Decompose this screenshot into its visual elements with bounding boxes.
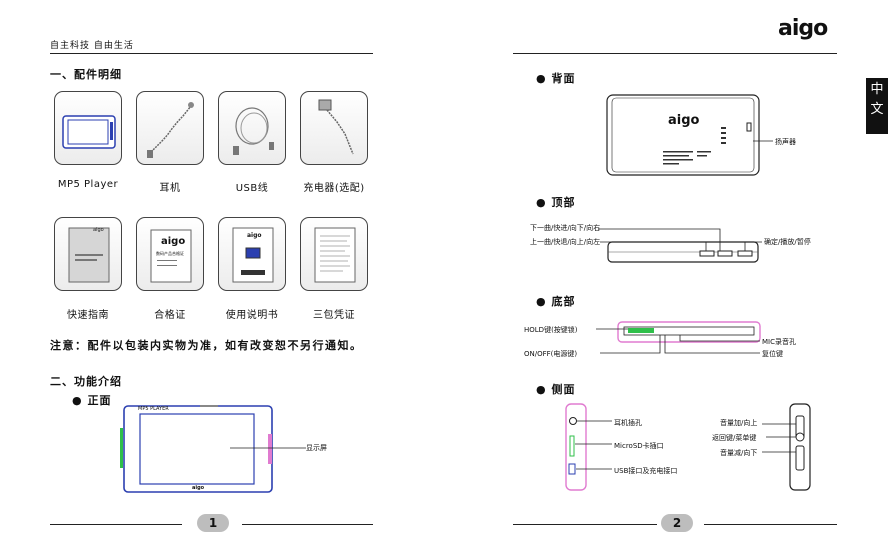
back-brand-logo: aigo [668, 113, 700, 128]
caption-user-manual: 使用说明书 [225, 310, 279, 321]
certificate-title: 数码产品合格证 [156, 251, 184, 256]
card-usb-cable [218, 91, 286, 165]
caption-usb-cable: USB线 [235, 183, 269, 194]
charger-illustration [318, 99, 354, 155]
language-tab: 中 文 [866, 78, 888, 134]
side-view-heading: ● 侧面 [536, 381, 575, 397]
callout-microsd-slot: MicroSD卡插口 [614, 442, 664, 450]
certificate-illustration [150, 229, 192, 283]
callout-menu: 返回键/菜单键 [712, 434, 757, 442]
warranty-illustration [314, 227, 356, 283]
front-device-label: MP5 PLAYER [138, 406, 169, 412]
bullet-icon: ● [72, 394, 83, 407]
caption-warranty: 三包凭证 [313, 310, 355, 321]
notice-text: 注意：配件以包装内实物为准，如有改变恕不另行通知。 [50, 339, 363, 352]
callout-earphone-jack: 耳机插孔 [614, 419, 642, 427]
quick-guide-illustration [68, 227, 110, 283]
front-view-heading: ● 正面 [72, 392, 111, 408]
page-number-1: 1 [197, 514, 229, 532]
card-earphone [136, 91, 204, 165]
section-features-title: 二、功能介绍 [50, 375, 122, 388]
footer-rule-right [242, 524, 373, 525]
bullet-icon: ● [536, 72, 547, 85]
bullet-icon: ● [536, 383, 547, 396]
top-device-illustration [598, 228, 762, 263]
quick-guide-brand: aigo [93, 227, 104, 233]
brand-logo: aigo [778, 16, 828, 41]
bottom-view-heading: ● 底部 [536, 293, 575, 309]
bottom-view-title: 底部 [551, 295, 576, 308]
user-manual-brand: aigo [247, 232, 262, 239]
earphone-illustration [147, 102, 194, 158]
language-tab-char-2: 文 [870, 102, 884, 117]
callout-prev-track: 上一曲/快退/向上/向左 [530, 238, 601, 246]
bullet-icon: ● [536, 295, 547, 308]
card-user-manual: aigo [218, 217, 286, 291]
front-view-title: 正面 [87, 394, 112, 407]
slogan: 自主科技 自由生活 [50, 41, 134, 51]
back-view-title: 背面 [551, 72, 576, 85]
mp5-player-illustration [62, 115, 116, 149]
language-tab-char-1: 中 [870, 82, 884, 97]
caption-certificate: 合格证 [154, 310, 186, 321]
back-device-illustration [606, 94, 773, 176]
side-view-title: 侧面 [551, 383, 576, 396]
callout-speaker: 扬声器 [775, 138, 796, 146]
card-warranty [300, 217, 368, 291]
callout-mic: MIC录音孔 [762, 338, 796, 346]
user-manual-illustration [232, 227, 274, 283]
callout-usb-port: USB接口及充电接口 [614, 467, 678, 475]
bullet-icon: ● [536, 196, 547, 209]
card-quick-guide: aigo [54, 217, 122, 291]
callout-volume-up: 音量加/向上 [720, 419, 758, 427]
left-side-illustration [565, 403, 612, 491]
right-footer-rule-right [704, 524, 837, 525]
front-device-brand: aigo [192, 485, 205, 491]
bottom-device-illustration [596, 321, 761, 354]
caption-earphone: 耳机 [159, 183, 181, 194]
caption-quick-guide: 快速指南 [67, 310, 109, 321]
card-charger [300, 91, 368, 165]
back-view-heading: ● 背面 [536, 70, 575, 86]
card-mp5-player [54, 91, 122, 165]
header-rule [50, 53, 373, 54]
front-device-illustration [120, 405, 306, 493]
callout-next-track: 下一曲/快进/向下/向右 [530, 224, 601, 232]
right-side-illustration [762, 403, 811, 491]
certificate-brand: aigo [161, 236, 186, 247]
caption-mp5-player: MP5 Player [57, 179, 119, 190]
top-view-title: 顶部 [551, 196, 576, 209]
callout-play-pause: 确定/播放/暂停 [764, 238, 811, 246]
right-header-rule [513, 53, 837, 54]
callout-reset: 复位键 [762, 350, 783, 358]
usb-cable-illustration [233, 107, 274, 155]
section-accessories-title: 一、配件明细 [50, 68, 122, 81]
callout-hold: HOLD键(按键锁) [524, 326, 578, 334]
callout-volume-down: 音量减/向下 [720, 449, 758, 457]
callout-screen: 显示屏 [306, 444, 327, 452]
footer-rule-left [50, 524, 182, 525]
card-certificate: aigo 数码产品合格证 [136, 217, 204, 291]
top-view-heading: ● 顶部 [536, 194, 575, 210]
page-number-2: 2 [661, 514, 693, 532]
caption-charger: 充电器(选配) [303, 183, 365, 194]
right-footer-rule-left [513, 524, 657, 525]
callout-power: ON/OFF(电源键) [524, 350, 578, 358]
